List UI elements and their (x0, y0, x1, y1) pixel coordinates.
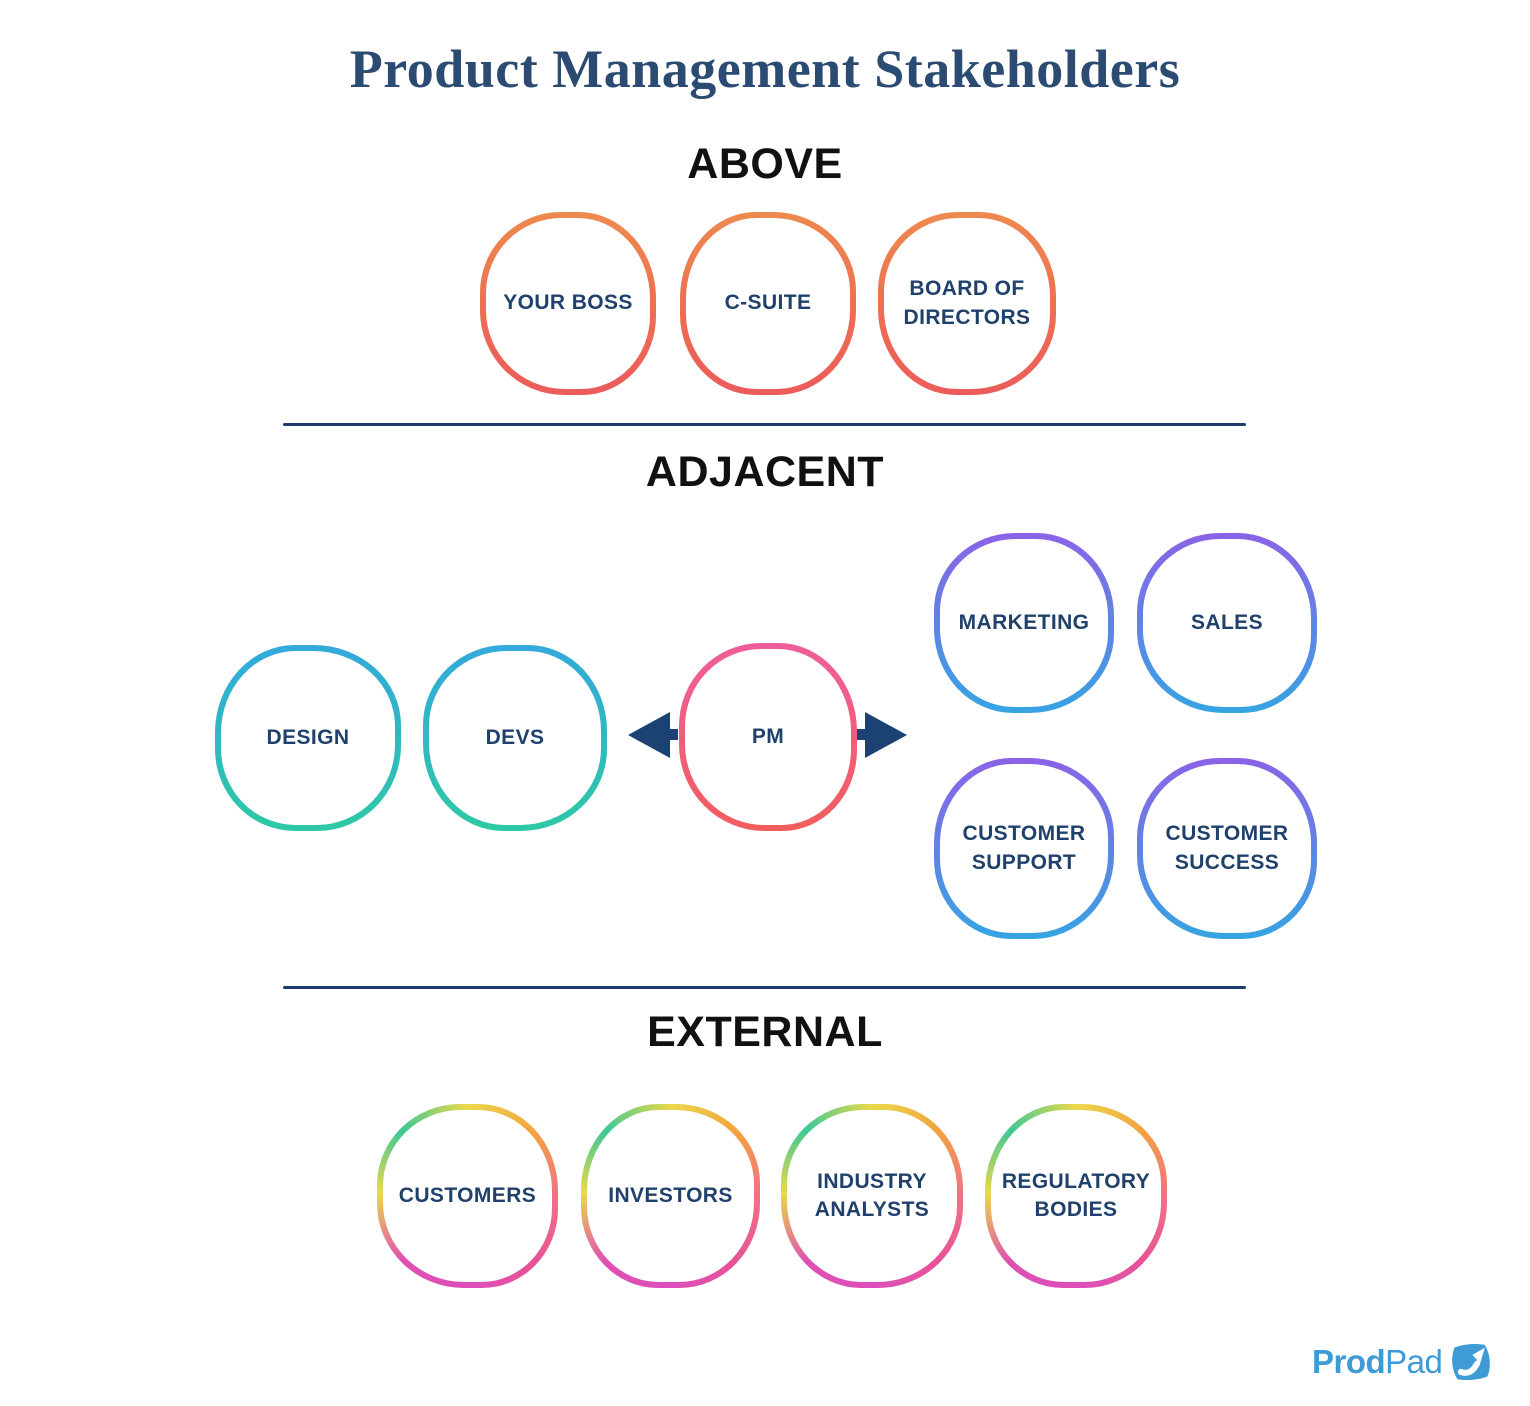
stakeholder-card-investors: INVESTORS (581, 1104, 760, 1288)
stakeholder-card-marketing: MARKETING (934, 533, 1114, 713)
stakeholder-card-industry-analysts: INDUSTRY ANALYSTS (781, 1104, 963, 1288)
section-heading-adjacent: ADJACENT (645, 448, 885, 496)
card-label: C-SUITE (686, 218, 850, 389)
card-label: DESIGN (221, 651, 395, 825)
prodpad-logo: ProdPad (1312, 1342, 1493, 1382)
stakeholder-card-sales: SALES (1137, 533, 1317, 713)
card-label: CUSTOMER SUPPORT (940, 764, 1108, 933)
section-heading-external: EXTERNAL (647, 1008, 883, 1056)
divider (283, 986, 1246, 989)
stakeholder-card-your-boss: YOUR BOSS (480, 212, 656, 395)
section-heading-above: ABOVE (687, 140, 843, 188)
arrow-left-icon (628, 712, 678, 758)
stakeholder-card-regulatory-bodies: REGULATORY BODIES (985, 1104, 1167, 1288)
card-label: INVESTORS (587, 1110, 754, 1282)
card-label: REGULATORY BODIES (991, 1110, 1161, 1282)
card-label: CUSTOMERS (383, 1110, 552, 1282)
stakeholder-card-customer-success: CUSTOMER SUCCESS (1137, 758, 1317, 939)
card-label: CUSTOMER SUCCESS (1143, 764, 1311, 933)
card-label: PM (685, 649, 851, 825)
stakeholder-card-devs: DEVS (423, 645, 607, 831)
card-label: DEVS (429, 651, 601, 825)
stakeholder-card-pm: PM (679, 643, 857, 831)
arrow-right-icon (857, 712, 907, 758)
stakeholder-card-board-of-directors: BOARD OF DIRECTORS (878, 212, 1056, 395)
prodpad-arrow-icon (1448, 1340, 1495, 1384)
divider (283, 423, 1246, 426)
page-title: Product Management Stakeholders (349, 39, 1181, 99)
logo-text-bold: Prod (1312, 1343, 1386, 1380)
stakeholder-card-design: DESIGN (215, 645, 401, 831)
logo-text-light: Pad (1385, 1343, 1443, 1380)
card-label: SALES (1143, 539, 1311, 707)
card-label: BOARD OF DIRECTORS (884, 218, 1050, 389)
stakeholder-card-c-suite: C-SUITE (680, 212, 856, 395)
card-label: INDUSTRY ANALYSTS (787, 1110, 957, 1282)
card-label: MARKETING (940, 539, 1108, 707)
card-label: YOUR BOSS (486, 218, 650, 389)
prodpad-logo-text: ProdPad (1312, 1343, 1443, 1381)
stakeholder-card-customer-support: CUSTOMER SUPPORT (934, 758, 1114, 939)
stakeholder-card-customers: CUSTOMERS (377, 1104, 558, 1288)
